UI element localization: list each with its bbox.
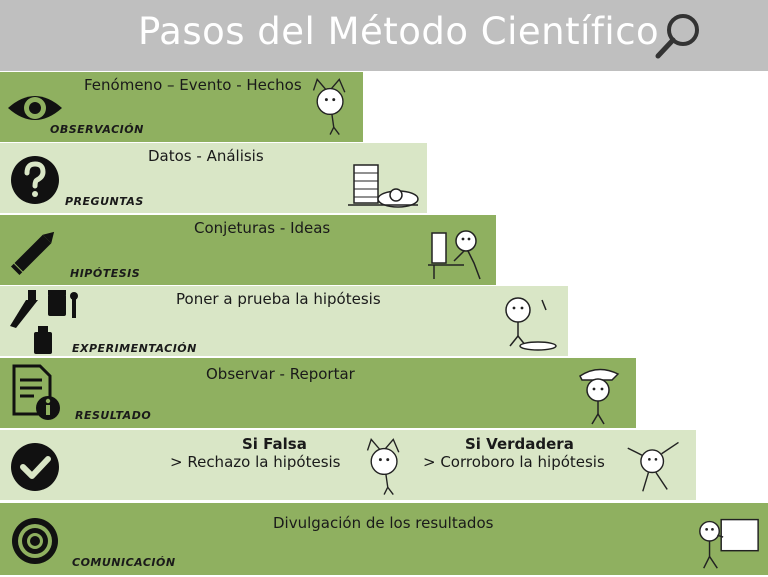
false-title: Si Falsa: [242, 435, 307, 453]
step-category: COMUNICACIÓN: [72, 556, 176, 569]
magnifying-glass-icon: [655, 14, 699, 59]
figure-at-desk-icon: [428, 230, 481, 280]
true-title: Si Verdadera: [465, 435, 574, 453]
step-description: Datos - Análisis: [148, 147, 264, 165]
step-description: Divulgación de los resultados: [273, 514, 494, 532]
step-category: PREGUNTAS: [65, 195, 144, 208]
step-category: OBSERVACIÓN: [50, 123, 144, 136]
step-comunicacion: Divulgación de los resultados COMUNICACI…: [0, 503, 768, 575]
step-experimentacion: Poner a prueba la hipótesis EXPERIMENTAC…: [0, 286, 568, 356]
question-icon: [11, 156, 59, 204]
step-description: Poner a prueba la hipótesis: [176, 290, 381, 308]
step-description: Fenómeno – Evento - Hechos: [84, 76, 302, 94]
page-title: Pasos del Método Científico: [138, 10, 660, 53]
target-icon: [12, 518, 58, 564]
step-comprobacion: Si Falsa > Rechazo la hipótesis Si Verda…: [0, 430, 696, 500]
eye-icon: [8, 96, 62, 120]
step-description: Observar - Reportar: [206, 365, 355, 383]
step-preguntas: Datos - Análisis PREGUNTAS: [0, 143, 427, 213]
reporter-figure-icon: [579, 368, 620, 425]
cartoon-figure-icon: [366, 438, 400, 496]
cartwheel-figure-icon: [627, 441, 679, 492]
papers-stack-icon: [348, 164, 419, 208]
step-category: HIPÓTESIS: [70, 267, 141, 280]
document-info-icon: [12, 364, 60, 420]
pencil-icon: [10, 231, 55, 276]
checkmark-icon: [11, 443, 59, 491]
header-bar: Pasos del Método Científico: [0, 0, 768, 71]
figure-spill-icon: [505, 297, 557, 351]
step-category: RESULTADO: [75, 409, 152, 422]
step-observacion: Fenómeno – Evento - Hechos OBSERVACIÓN: [0, 72, 363, 142]
figure-with-sign-icon: [699, 518, 759, 569]
step-resultado: Observar - Reportar RESULTADO: [0, 358, 636, 428]
cartoon-figure-icon: [312, 78, 346, 136]
false-text: > Rechazo la hipótesis: [170, 453, 341, 471]
step-category: EXPERIMENTACIÓN: [72, 342, 197, 355]
step-description: Conjeturas - Ideas: [194, 219, 331, 237]
true-text: > Corroboro la hipótesis: [423, 453, 605, 471]
step-hipotesis: Conjeturas - Ideas HIPÓTESIS: [0, 215, 496, 285]
lab-dropper-icon: [10, 290, 78, 354]
